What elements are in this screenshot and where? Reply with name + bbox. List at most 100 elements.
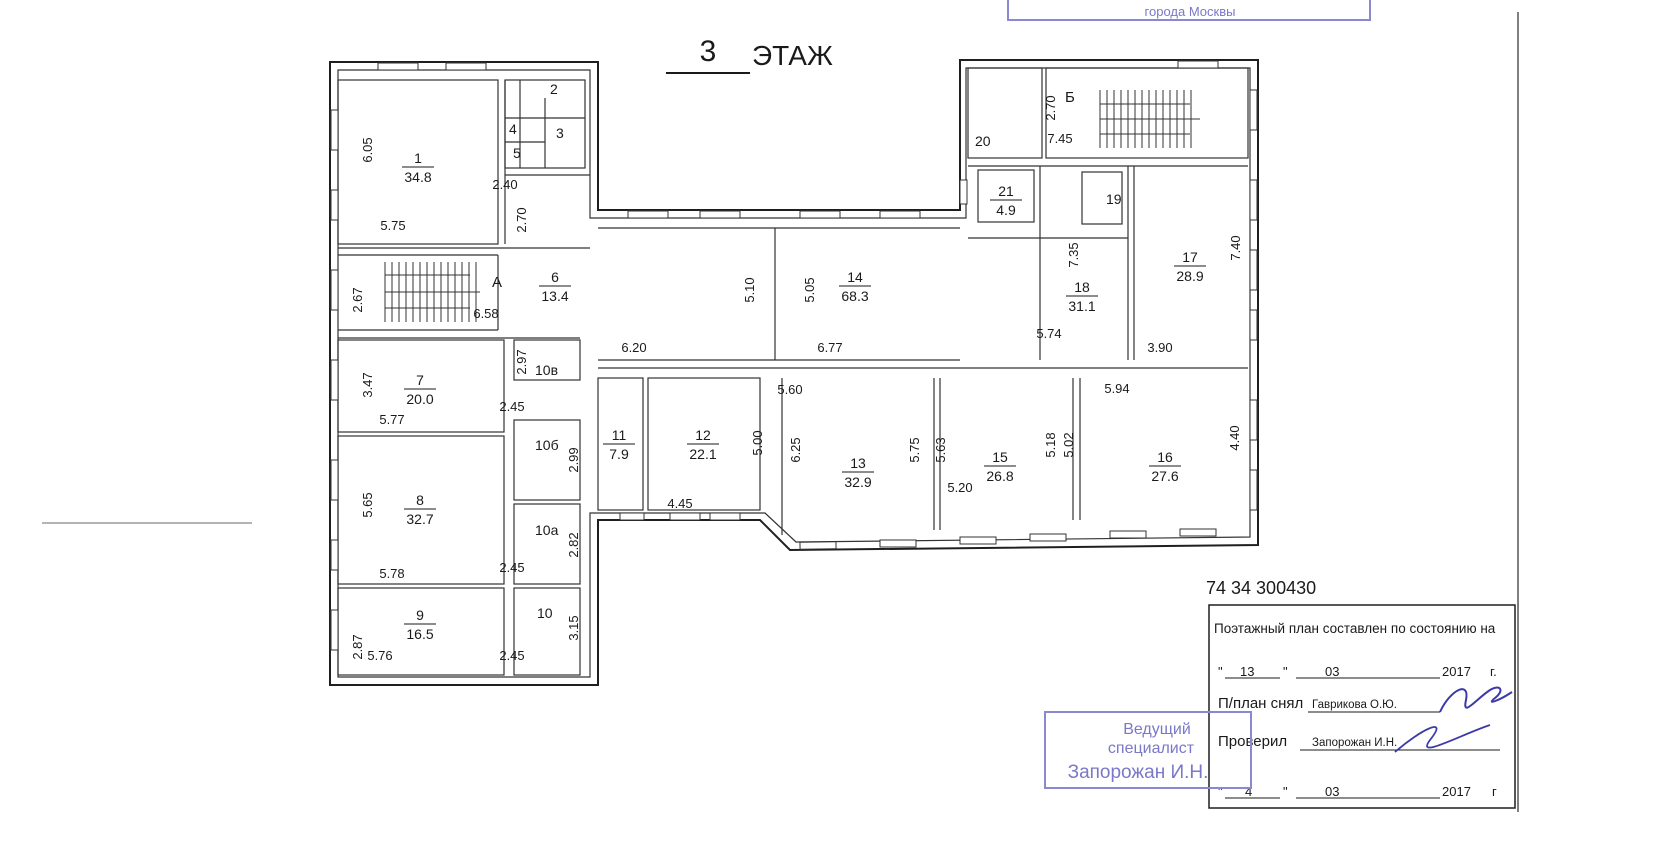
floor-label: ЭТАЖ <box>752 40 833 71</box>
date1-year: 2017 <box>1442 664 1471 679</box>
dimension-label: 5.77 <box>379 412 404 427</box>
dimension-label: 5.10 <box>742 277 757 302</box>
certificate-block: Поэтажный план составлен по состоянию на… <box>1208 604 1516 809</box>
checked-by-name: Запорожан И.Н. <box>1312 737 1397 749</box>
signature-2 <box>1394 724 1491 753</box>
room-4-label: 4 <box>509 121 517 137</box>
room-18-label: 18 31.1 <box>1066 279 1098 314</box>
room-area: 28.9 <box>1176 268 1203 284</box>
room-8-label: 832.7 <box>404 492 436 527</box>
staircase-b-label: Б <box>1065 89 1075 106</box>
floor-number: 3 <box>700 35 717 68</box>
staircase-a: А <box>384 262 502 322</box>
room-number: 13 <box>850 455 866 471</box>
dimension-label: 3.90 <box>1147 340 1172 355</box>
windows <box>330 60 1258 651</box>
dimension-label: 5.65 <box>360 492 375 517</box>
room-number: 1 <box>414 150 422 166</box>
floor-title: 3 ЭТАЖ <box>666 35 833 74</box>
dimension-label: 2.97 <box>514 349 529 374</box>
room-1-label: 134.8 <box>402 150 434 185</box>
room-number: 15 <box>992 449 1008 465</box>
room-2-label: 2 <box>550 81 558 97</box>
drawn-by-name: Гаврикова О.Ю. <box>1312 699 1397 711</box>
room-area: 32.9 <box>844 474 871 490</box>
dimension-label: 5.94 <box>1104 381 1129 396</box>
top-stamp-text: города Москвы <box>1145 4 1236 19</box>
room-number: 21 <box>998 183 1014 199</box>
room-15-label: 15 26.8 <box>984 449 1016 484</box>
room-10a-label: 10а <box>535 522 559 538</box>
date2-day: 4 <box>1245 784 1252 799</box>
stamp-line1: Ведущий <box>1123 721 1191 738</box>
room-20-label: 20 <box>975 133 991 149</box>
room-number: 11 <box>612 427 627 443</box>
dimension-label: 7.35 <box>1066 242 1081 267</box>
room-17-label: 17 28.9 <box>1174 249 1206 284</box>
room-area: 22.1 <box>689 446 716 462</box>
room-area: 68.3 <box>841 288 868 304</box>
dimension-label: 2.99 <box>566 447 581 472</box>
room-area: 26.8 <box>986 468 1013 484</box>
date2-quote-open: " <box>1218 784 1223 799</box>
dimension-label: 2.45 <box>499 560 524 575</box>
room-9-label: 916.5 <box>404 607 436 642</box>
room-number: 17 <box>1182 249 1198 265</box>
specialist-stamp: Ведущий специалист Запорожан И.Н. <box>1044 711 1252 789</box>
drawn-by-label: П/план снял <box>1218 695 1303 712</box>
date1-quote-close: " <box>1283 664 1288 679</box>
signature-1 <box>1439 686 1513 713</box>
top-stamp: города Москвы <box>1007 0 1371 21</box>
building-walls <box>329 59 1259 686</box>
small-room-labels: 2 3 4 5 10в 10б 10а 10 19 20 <box>509 81 1122 621</box>
room-area: 31.1 <box>1068 298 1095 314</box>
dimension-label: 5.63 <box>933 437 948 462</box>
room-area: 4.9 <box>996 202 1016 218</box>
date2-quote-close: " <box>1283 784 1288 799</box>
room-area: 32.7 <box>406 511 433 527</box>
dimension-label: 5.02 <box>1061 432 1076 457</box>
room-19-label: 19 <box>1106 191 1122 207</box>
room-10v-label: 10в <box>535 362 558 378</box>
room-6-label: 613.4 <box>539 269 571 304</box>
date1-quote-open: " <box>1218 664 1223 679</box>
dimension-label: 5.20 <box>947 480 972 495</box>
dimension-label: 7.40 <box>1228 235 1243 260</box>
room-10b-label: 10б <box>535 437 559 453</box>
dimension-labels: 6.055.752.402.702.676.583.472.975.772.45… <box>350 95 1243 663</box>
date2-year: 2017 <box>1442 784 1471 799</box>
dimension-label: 2.40 <box>492 177 517 192</box>
date1-day: 13 <box>1240 664 1254 679</box>
dimension-label: 5.60 <box>777 382 802 397</box>
dimension-label: 2.67 <box>350 287 365 312</box>
stamp-line3: Запорожан И.Н. <box>1068 762 1209 783</box>
date2-suffix: г <box>1492 784 1497 799</box>
room-area: 13.4 <box>541 288 568 304</box>
dimension-label: 5.00 <box>750 430 765 455</box>
room-number: 16 <box>1157 449 1173 465</box>
staircase-b: Б <box>1065 89 1200 148</box>
room-7-label: 720.0 <box>404 372 436 407</box>
room-number: 12 <box>695 427 711 443</box>
dimension-label: 6.05 <box>360 137 375 162</box>
dimension-label: 6.25 <box>788 437 803 462</box>
dimension-label: 2.70 <box>1043 95 1058 120</box>
dimension-label: 6.20 <box>621 340 646 355</box>
dimension-label: 5.78 <box>379 566 404 581</box>
room-5-label: 5 <box>513 145 521 161</box>
dimension-label: 2.70 <box>514 207 529 232</box>
stamp-line2: специалист <box>1108 740 1195 757</box>
dimension-label: 5.75 <box>380 218 405 233</box>
room-number: 7 <box>416 372 424 388</box>
dimension-label: 3.47 <box>360 372 375 397</box>
dimension-label: 5.74 <box>1036 326 1061 341</box>
room-area: 34.8 <box>404 169 431 185</box>
staircase-a-label: А <box>492 274 502 291</box>
room-13-label: 13 32.9 <box>842 455 874 490</box>
dimension-label: 2.45 <box>499 648 524 663</box>
room-number: 18 <box>1074 279 1090 295</box>
dimension-label: 5.05 <box>802 277 817 302</box>
room-labels: 134.8613.4720.0832.7916.5117.91222.11332… <box>402 150 1206 642</box>
